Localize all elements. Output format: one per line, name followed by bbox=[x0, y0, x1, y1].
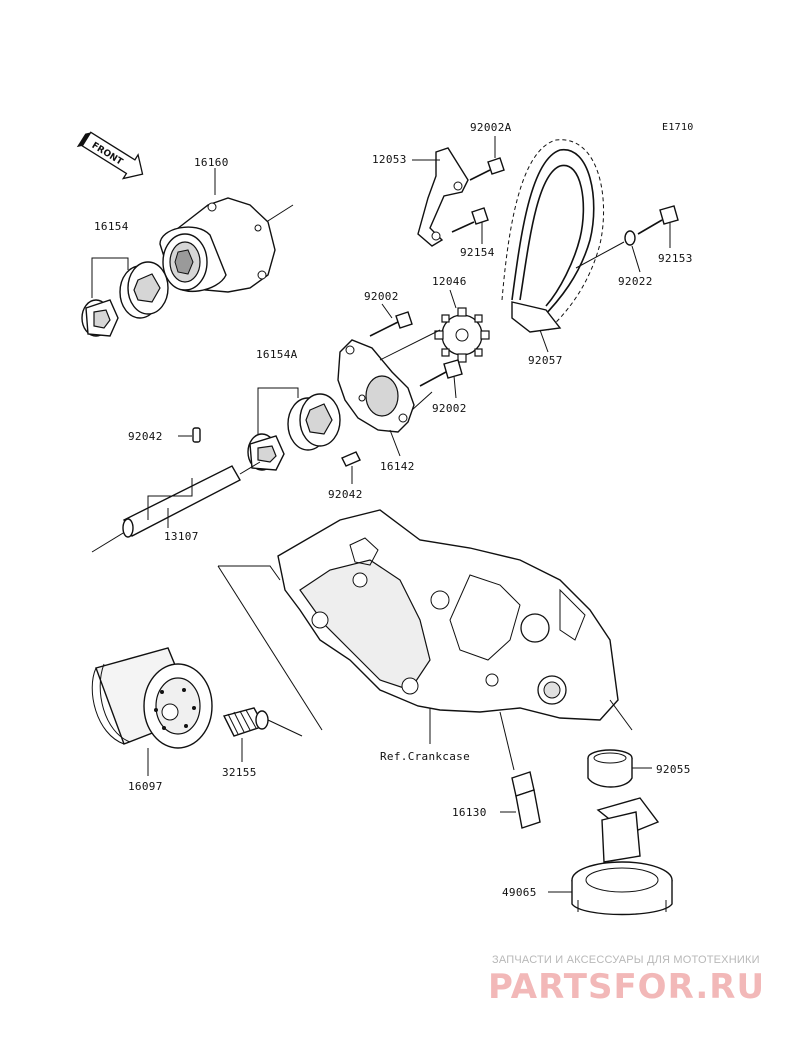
pump-cover-16142 bbox=[337, 339, 415, 457]
label-92057: 92057 bbox=[528, 354, 563, 367]
label-ref-crankcase: Ref.Crankcase bbox=[380, 750, 470, 763]
watermark-brand: PARTSFOR.RU bbox=[488, 967, 765, 1007]
label-92002-bottom: 92002 bbox=[432, 402, 467, 415]
label-92042-left: 92042 bbox=[128, 430, 163, 443]
label-16154A: 16154A bbox=[256, 348, 298, 361]
part-labels: 16160 16154 12053 92002A 92154 92153 920… bbox=[94, 121, 693, 899]
label-92153: 92153 bbox=[658, 252, 693, 265]
washer-92022 bbox=[575, 230, 641, 273]
pin-92042-bottom bbox=[341, 451, 361, 484]
oil-pump-body-16160 bbox=[159, 168, 294, 293]
bolt-92153 bbox=[637, 205, 679, 248]
label-12046: 12046 bbox=[432, 275, 467, 288]
label-92154: 92154 bbox=[460, 246, 495, 259]
label-92002-top: 92002 bbox=[364, 290, 399, 303]
label-16160: 16160 bbox=[194, 156, 229, 169]
watermark: ЗАПЧАСТИ И АКСЕССУАРЫ ДЛЯ МОТОТЕХНИКИ PA… bbox=[488, 954, 765, 1007]
label-16097: 16097 bbox=[128, 780, 163, 793]
crankcase-ref bbox=[217, 509, 633, 771]
label-32155: 32155 bbox=[222, 766, 257, 779]
label-49065: 49065 bbox=[502, 886, 537, 899]
pump-shaft-13107 bbox=[91, 461, 261, 553]
label-16142: 16142 bbox=[380, 460, 415, 473]
label-92022: 92022 bbox=[618, 275, 653, 288]
rotor-set-16154A bbox=[247, 387, 341, 471]
drive-chain-92057 bbox=[501, 139, 605, 353]
label-92055: 92055 bbox=[656, 763, 691, 776]
label-92002A: 92002A bbox=[470, 121, 512, 134]
watermark-subtitle: ЗАПЧАСТИ И АКСЕССУАРЫ ДЛЯ МОТОТЕХНИКИ bbox=[492, 954, 760, 966]
seal-92055 bbox=[587, 749, 652, 788]
bolt-92002-bottom bbox=[419, 359, 463, 399]
chain-guide-12053 bbox=[412, 147, 469, 247]
oil-strainer-49065 bbox=[548, 797, 673, 916]
bolt-92002A bbox=[469, 136, 505, 181]
relief-valve-16130 bbox=[500, 771, 541, 829]
fitting-32155 bbox=[222, 707, 303, 762]
label-12053: 12053 bbox=[372, 153, 407, 166]
bolt-92154 bbox=[451, 207, 489, 244]
label-92042-bottom: 92042 bbox=[328, 488, 363, 501]
bolt-92002-top bbox=[369, 303, 413, 337]
oil-filter-16097 bbox=[91, 647, 213, 776]
diagram-code: E1710 bbox=[662, 122, 694, 133]
label-16130: 16130 bbox=[452, 806, 487, 819]
pin-92042-left bbox=[178, 427, 201, 443]
rotor-set-16154 bbox=[81, 257, 169, 337]
label-16154: 16154 bbox=[94, 220, 129, 233]
label-13107: 13107 bbox=[164, 530, 199, 543]
front-arrow-icon: FRONT bbox=[76, 131, 144, 180]
sprocket-12046 bbox=[434, 289, 490, 363]
